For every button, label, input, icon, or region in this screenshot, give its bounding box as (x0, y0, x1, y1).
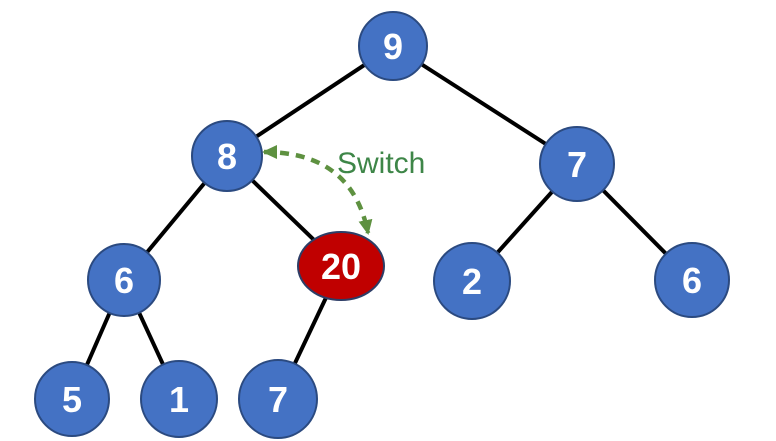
tree-node-circle-left-right-left (238, 359, 318, 439)
tree-node-value-left-right: 20 (321, 246, 361, 287)
tree-node-value-right: 7 (567, 144, 587, 185)
tree-node-circle-left-left-left (34, 361, 110, 437)
tree-node-right: 7 (539, 126, 615, 202)
tree-node-left-right: 20 (297, 231, 385, 301)
tree-node-right-left: 2 (433, 242, 511, 320)
tree-node-value-left-left: 6 (114, 260, 134, 301)
tree-node-circle-right-right (654, 242, 730, 318)
tree-node-right-right: 6 (654, 242, 730, 318)
switch-arrow (262, 145, 373, 235)
tree-node-circle-root (358, 11, 428, 81)
tree-node-circle-right-left (433, 242, 511, 320)
tree-node-circle-right (539, 126, 615, 202)
tree-edges (70, 44, 694, 400)
tree-node-left: 8 (191, 120, 263, 192)
tree-node-left-right-left: 7 (238, 359, 318, 439)
tree-node-circle-left-left (87, 243, 161, 317)
tree-node-left-left-right: 1 (140, 360, 218, 438)
tree-node-circle-left (191, 120, 263, 192)
switch-label: Switch (337, 147, 425, 180)
tree-node-left-left: 6 (87, 243, 161, 317)
tree-node-circle-left-left-right (140, 360, 218, 438)
tree-nodes: 9 8 7 6 20 2 6 5 1 7 (34, 11, 730, 439)
tree-node-value-left-left-right: 1 (169, 379, 189, 420)
tree-node-value-right-right: 6 (682, 260, 702, 301)
tree-node-value-root: 9 (383, 26, 403, 67)
tree-node-circle-left-right (297, 231, 385, 301)
tree-node-value-left: 8 (217, 136, 237, 177)
tree-node-left-left-left: 5 (34, 361, 110, 437)
tree-node-value-right-left: 2 (462, 261, 482, 302)
tree-node-value-left-left-left: 5 (62, 379, 82, 420)
tree-node-root: 9 (358, 11, 428, 81)
tree-node-value-left-right-left: 7 (268, 379, 288, 420)
